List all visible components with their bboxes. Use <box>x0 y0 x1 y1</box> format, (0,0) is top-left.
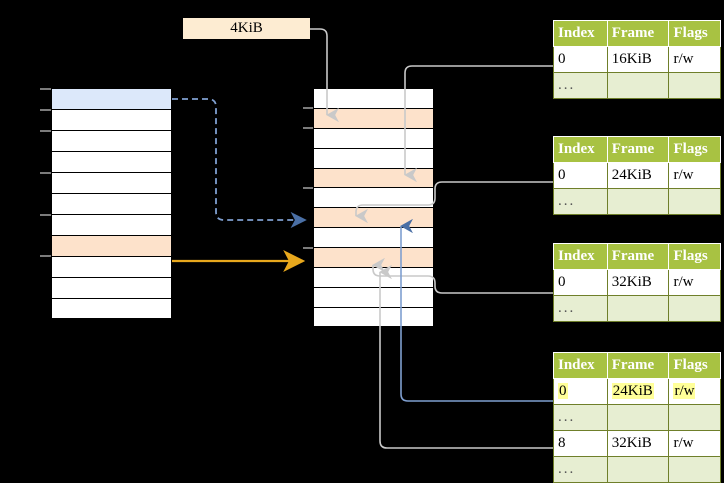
column-header-frame: Frame <box>606 243 670 270</box>
cell-frame: 16KiB <box>606 46 670 73</box>
table-row-ellipsis: ... <box>553 72 721 99</box>
column-header-index: Index <box>553 243 608 270</box>
mid-row-9 <box>313 267 434 287</box>
column-header-index: Index <box>553 136 608 163</box>
cell-frame: 32KiB <box>606 430 670 457</box>
page-table-level-2: Index Frame Flags 0 24KiB r/w ... <box>553 136 721 215</box>
cell-index: 0 <box>553 378 608 405</box>
table-header-row: Index Frame Flags <box>553 20 721 47</box>
column-header-frame: Frame <box>606 136 670 163</box>
mid-row-7 <box>313 227 434 248</box>
mid-row-10 <box>313 286 434 307</box>
cell-frame <box>606 188 670 215</box>
left-row-4 <box>51 172 172 193</box>
left-row-5 <box>51 193 172 214</box>
cell-frame <box>606 456 670 483</box>
cell-frame: 24KiB <box>606 162 670 189</box>
cell-frame-text: 24KiB <box>611 383 654 399</box>
mid-row-5 <box>313 187 434 208</box>
virtual-page-mapping-connector <box>172 98 307 229</box>
cell-flags <box>668 188 721 215</box>
cell-index: 0 <box>553 162 608 189</box>
table-row-ellipsis: ... <box>553 188 721 215</box>
mid-row-2 <box>313 127 434 148</box>
mid-row-1 <box>313 107 434 128</box>
table-header-row: Index Frame Flags <box>553 243 721 270</box>
cell-flags: r/w <box>668 46 721 73</box>
table-header-row: Index Frame Flags <box>553 352 721 379</box>
size-label: 4KiB <box>183 18 310 39</box>
table-row-ellipsis: ... <box>553 456 721 483</box>
table-row-highlighted: 0 24KiB r/w <box>553 378 721 405</box>
cell-frame: 32KiB <box>606 269 670 296</box>
column-header-index: Index <box>553 352 608 379</box>
cell-index: ... <box>553 404 608 431</box>
cell-index: 0 <box>553 269 608 296</box>
cell-flags <box>668 404 721 431</box>
cell-frame <box>606 72 670 99</box>
cell-index: ... <box>553 456 608 483</box>
cell-flags: r/w <box>668 269 721 296</box>
left-row-6 <box>51 214 172 235</box>
column-header-flags: Flags <box>668 352 721 379</box>
left-row-9 <box>51 277 172 298</box>
cell-index: 8 <box>553 430 608 457</box>
cell-index-text: 0 <box>558 383 568 399</box>
table-row: 0 16KiB r/w <box>553 46 721 73</box>
column-header-index: Index <box>553 20 608 47</box>
cell-flags-text: r/w <box>673 383 696 399</box>
cell-flags <box>668 72 721 99</box>
column-header-frame: Frame <box>606 352 670 379</box>
left-row-2 <box>51 130 172 151</box>
table-row: 0 32KiB r/w <box>553 269 721 296</box>
left-row-0 <box>51 88 172 109</box>
mid-row-3 <box>313 147 434 168</box>
cell-frame <box>606 295 670 322</box>
page-table-level-3: Index Frame Flags 0 32KiB r/w ... <box>553 243 721 322</box>
table-row: 0 24KiB r/w <box>553 162 721 189</box>
mid-row-8 <box>313 247 434 268</box>
table-row-ellipsis: ... <box>553 404 721 431</box>
table-header-row: Index Frame Flags <box>553 136 721 163</box>
cell-flags: r/w <box>668 162 721 189</box>
left-row-3 <box>51 151 172 172</box>
column-header-flags: Flags <box>668 20 721 47</box>
cell-index: ... <box>553 295 608 322</box>
left-row-8 <box>51 256 172 277</box>
left-row-10 <box>51 298 172 319</box>
mid-row-0 <box>313 88 434 108</box>
physical-memory-column <box>313 88 434 327</box>
mid-tick-marks <box>303 107 313 249</box>
mid-row-11 <box>313 306 434 327</box>
left-tick-marks <box>40 88 51 257</box>
mid-row-6 <box>313 207 434 228</box>
left-row-7 <box>51 235 172 256</box>
column-header-flags: Flags <box>668 136 721 163</box>
cell-frame <box>606 404 670 431</box>
cell-frame: 24KiB <box>606 378 670 405</box>
mid-row-4 <box>313 167 434 188</box>
virtual-address-space-column <box>51 88 172 319</box>
cell-flags: r/w <box>668 430 721 457</box>
page-table-level-1: Index Frame Flags 0 16KiB r/w ... <box>553 20 721 99</box>
cell-index: 0 <box>553 46 608 73</box>
column-header-frame: Frame <box>606 20 670 47</box>
column-header-flags: Flags <box>668 243 721 270</box>
cell-flags: r/w <box>668 378 721 405</box>
cell-index: ... <box>553 72 608 99</box>
cell-index: ... <box>553 188 608 215</box>
cell-flags <box>668 295 721 322</box>
cell-flags <box>668 456 721 483</box>
page-table-level-4: Index Frame Flags 0 24KiB r/w ... 8 32Ki… <box>553 352 721 483</box>
left-row-1 <box>51 109 172 130</box>
table-row: 8 32KiB r/w <box>553 430 721 457</box>
table-row-ellipsis: ... <box>553 295 721 322</box>
